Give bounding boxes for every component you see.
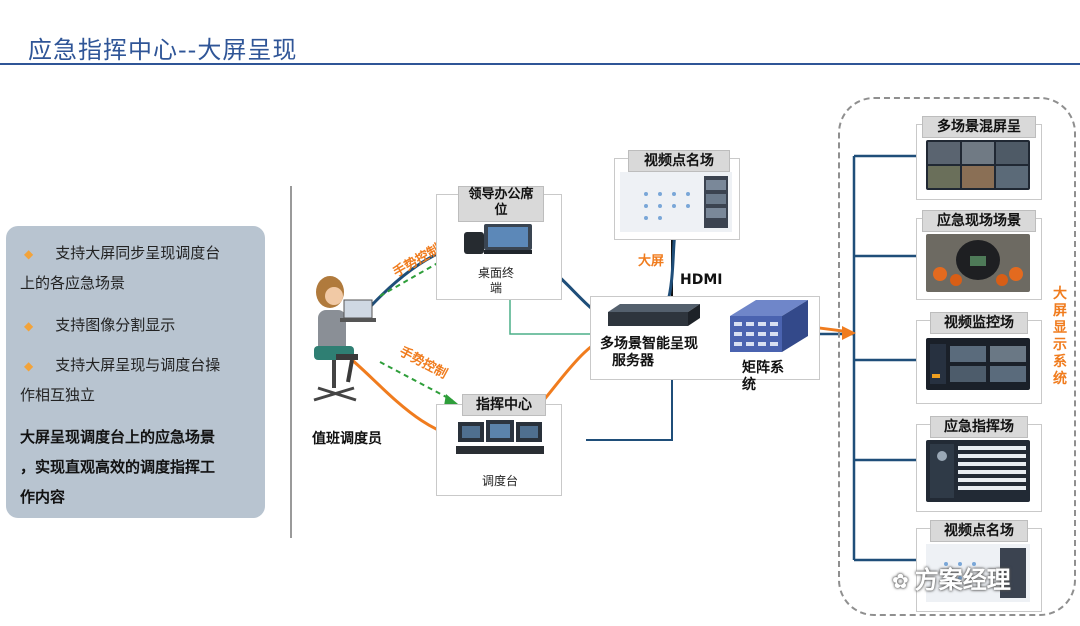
scene-screen-5 bbox=[926, 544, 1030, 602]
scene-screen-4 bbox=[926, 440, 1030, 502]
server-icon bbox=[608, 304, 700, 328]
matrix-icon bbox=[730, 300, 808, 354]
summary-line-1: 大屏呈现调度台上的应急场景 bbox=[20, 428, 216, 446]
feature-item-3-cont: 作相互独立 bbox=[20, 386, 96, 404]
scene-tag-2: 应急现场场景 bbox=[922, 210, 1036, 232]
scene-screen-1 bbox=[926, 140, 1030, 190]
watermark: ✿方案经理 bbox=[892, 566, 1011, 594]
scene-screen-2 bbox=[926, 234, 1030, 292]
display-system-label: 大屏显示系统 bbox=[1053, 286, 1067, 387]
display-system-boundary bbox=[838, 97, 1076, 616]
matrix-label: 矩阵系 统 bbox=[742, 360, 784, 393]
desktop-terminal-icon bbox=[462, 222, 536, 256]
feature-item-1-cont: 上的各应急场景 bbox=[20, 274, 126, 292]
feature-item-2: ◆支持图像分割显示 bbox=[24, 316, 176, 334]
desktop-terminal-label: 桌面终 端 bbox=[478, 266, 515, 295]
operator-figure bbox=[300, 270, 380, 420]
dispatch-console-label: 调度台 bbox=[482, 474, 519, 488]
orange-arrowhead bbox=[842, 326, 856, 340]
operator-label: 值班调度员 bbox=[312, 431, 382, 447]
leader-office-tag: 领导办公席 位 bbox=[458, 186, 544, 222]
server-label: 多场景智能呈现 服务器 bbox=[600, 336, 698, 369]
feature-item-3: ◆支持大屏呈现与调度台操 bbox=[24, 356, 221, 374]
wechat-icon: ✿ bbox=[892, 569, 909, 593]
scene-tag-5: 视频点名场 bbox=[930, 520, 1028, 542]
vertical-divider bbox=[290, 186, 292, 538]
scene-tag-4: 应急指挥场 bbox=[930, 416, 1028, 438]
gesture-arrow-bottom bbox=[379, 361, 453, 401]
feature-panel: ◆支持大屏同步呈现调度台 上的各应急场景 ◆支持图像分割显示 ◆支持大屏呈现与调… bbox=[6, 226, 265, 518]
bullet-icon: ◆ bbox=[24, 359, 34, 373]
video-rollcall-tag: 视频点名场 bbox=[628, 150, 730, 172]
scene-tag-1: 多场景混屏呈 bbox=[922, 116, 1036, 138]
scene-tag-3: 视频监控场 bbox=[930, 312, 1028, 334]
title-divider bbox=[0, 63, 1080, 65]
big-screen-label: 大屏 bbox=[638, 254, 665, 269]
bullet-icon: ◆ bbox=[24, 247, 34, 261]
video-rollcall-screen bbox=[620, 172, 732, 232]
hdmi-label: HDMI bbox=[680, 272, 723, 288]
dispatch-console-icon bbox=[454, 420, 546, 458]
command-center-tag: 指挥中心 bbox=[462, 394, 546, 416]
summary-line-3: 作内容 bbox=[20, 488, 66, 506]
scene-screen-3 bbox=[926, 338, 1030, 390]
person-icon bbox=[313, 276, 376, 402]
page-title: 应急指挥中心--大屏呈现 bbox=[28, 36, 298, 64]
bullet-icon: ◆ bbox=[24, 319, 34, 333]
feature-item-1: ◆支持大屏同步呈现调度台 bbox=[24, 244, 221, 262]
summary-line-2: ，实现直观高效的调度指挥工 bbox=[20, 458, 216, 476]
